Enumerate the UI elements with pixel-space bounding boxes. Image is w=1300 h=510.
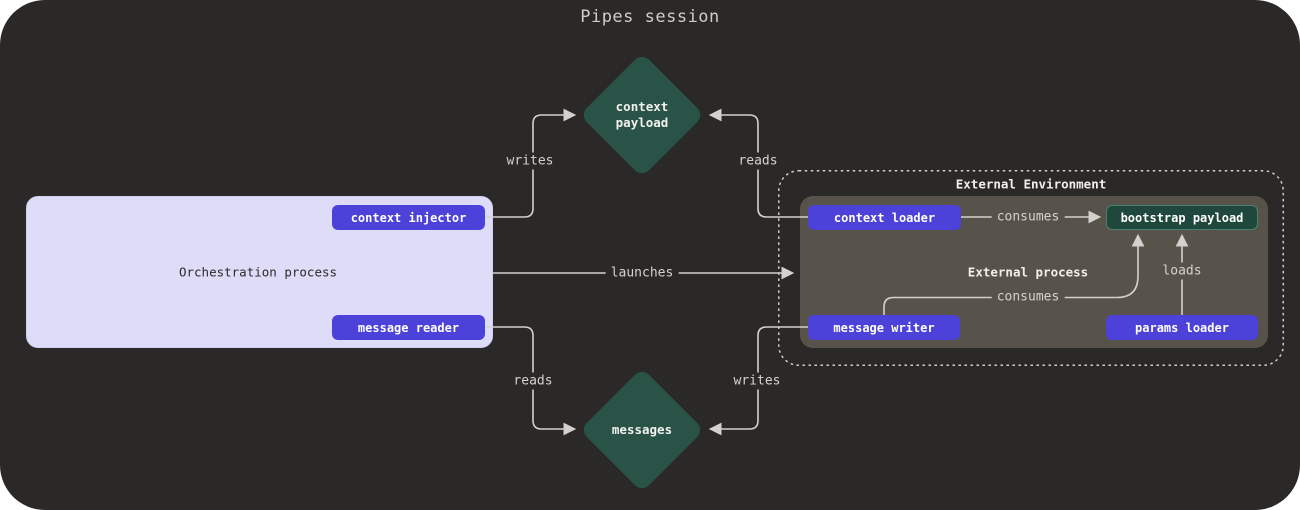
edge-label-consumes-bottom: consumes bbox=[991, 288, 1065, 306]
page-title: Pipes session bbox=[580, 7, 720, 27]
context-payload-label: context payload bbox=[615, 98, 669, 130]
edge-label-consumes-top: consumes bbox=[991, 208, 1065, 226]
edge-label-writes-bottom: writes bbox=[728, 372, 786, 390]
edge-label-reads-bottom: reads bbox=[508, 372, 558, 390]
context-injector-node: context injector bbox=[332, 205, 485, 230]
external-environment-label: External Environment bbox=[955, 176, 1107, 192]
bootstrap-payload-node: bootstrap payload bbox=[1106, 205, 1258, 230]
edge-label-writes-top: writes bbox=[501, 152, 559, 170]
edge-label-loads: loads bbox=[1157, 262, 1207, 280]
orchestration-process-label: Orchestration process bbox=[178, 264, 338, 280]
context-loader-node: context loader bbox=[808, 205, 961, 230]
messages-label: messages bbox=[611, 421, 673, 437]
params-loader-node: params loader bbox=[1106, 315, 1258, 340]
message-reader-node: message reader bbox=[332, 315, 485, 340]
edge-label-launches: launches bbox=[605, 264, 679, 282]
edge-label-reads-top: reads bbox=[733, 152, 783, 170]
external-process-label: External process bbox=[967, 264, 1089, 280]
message-writer-node: message writer bbox=[808, 315, 960, 340]
